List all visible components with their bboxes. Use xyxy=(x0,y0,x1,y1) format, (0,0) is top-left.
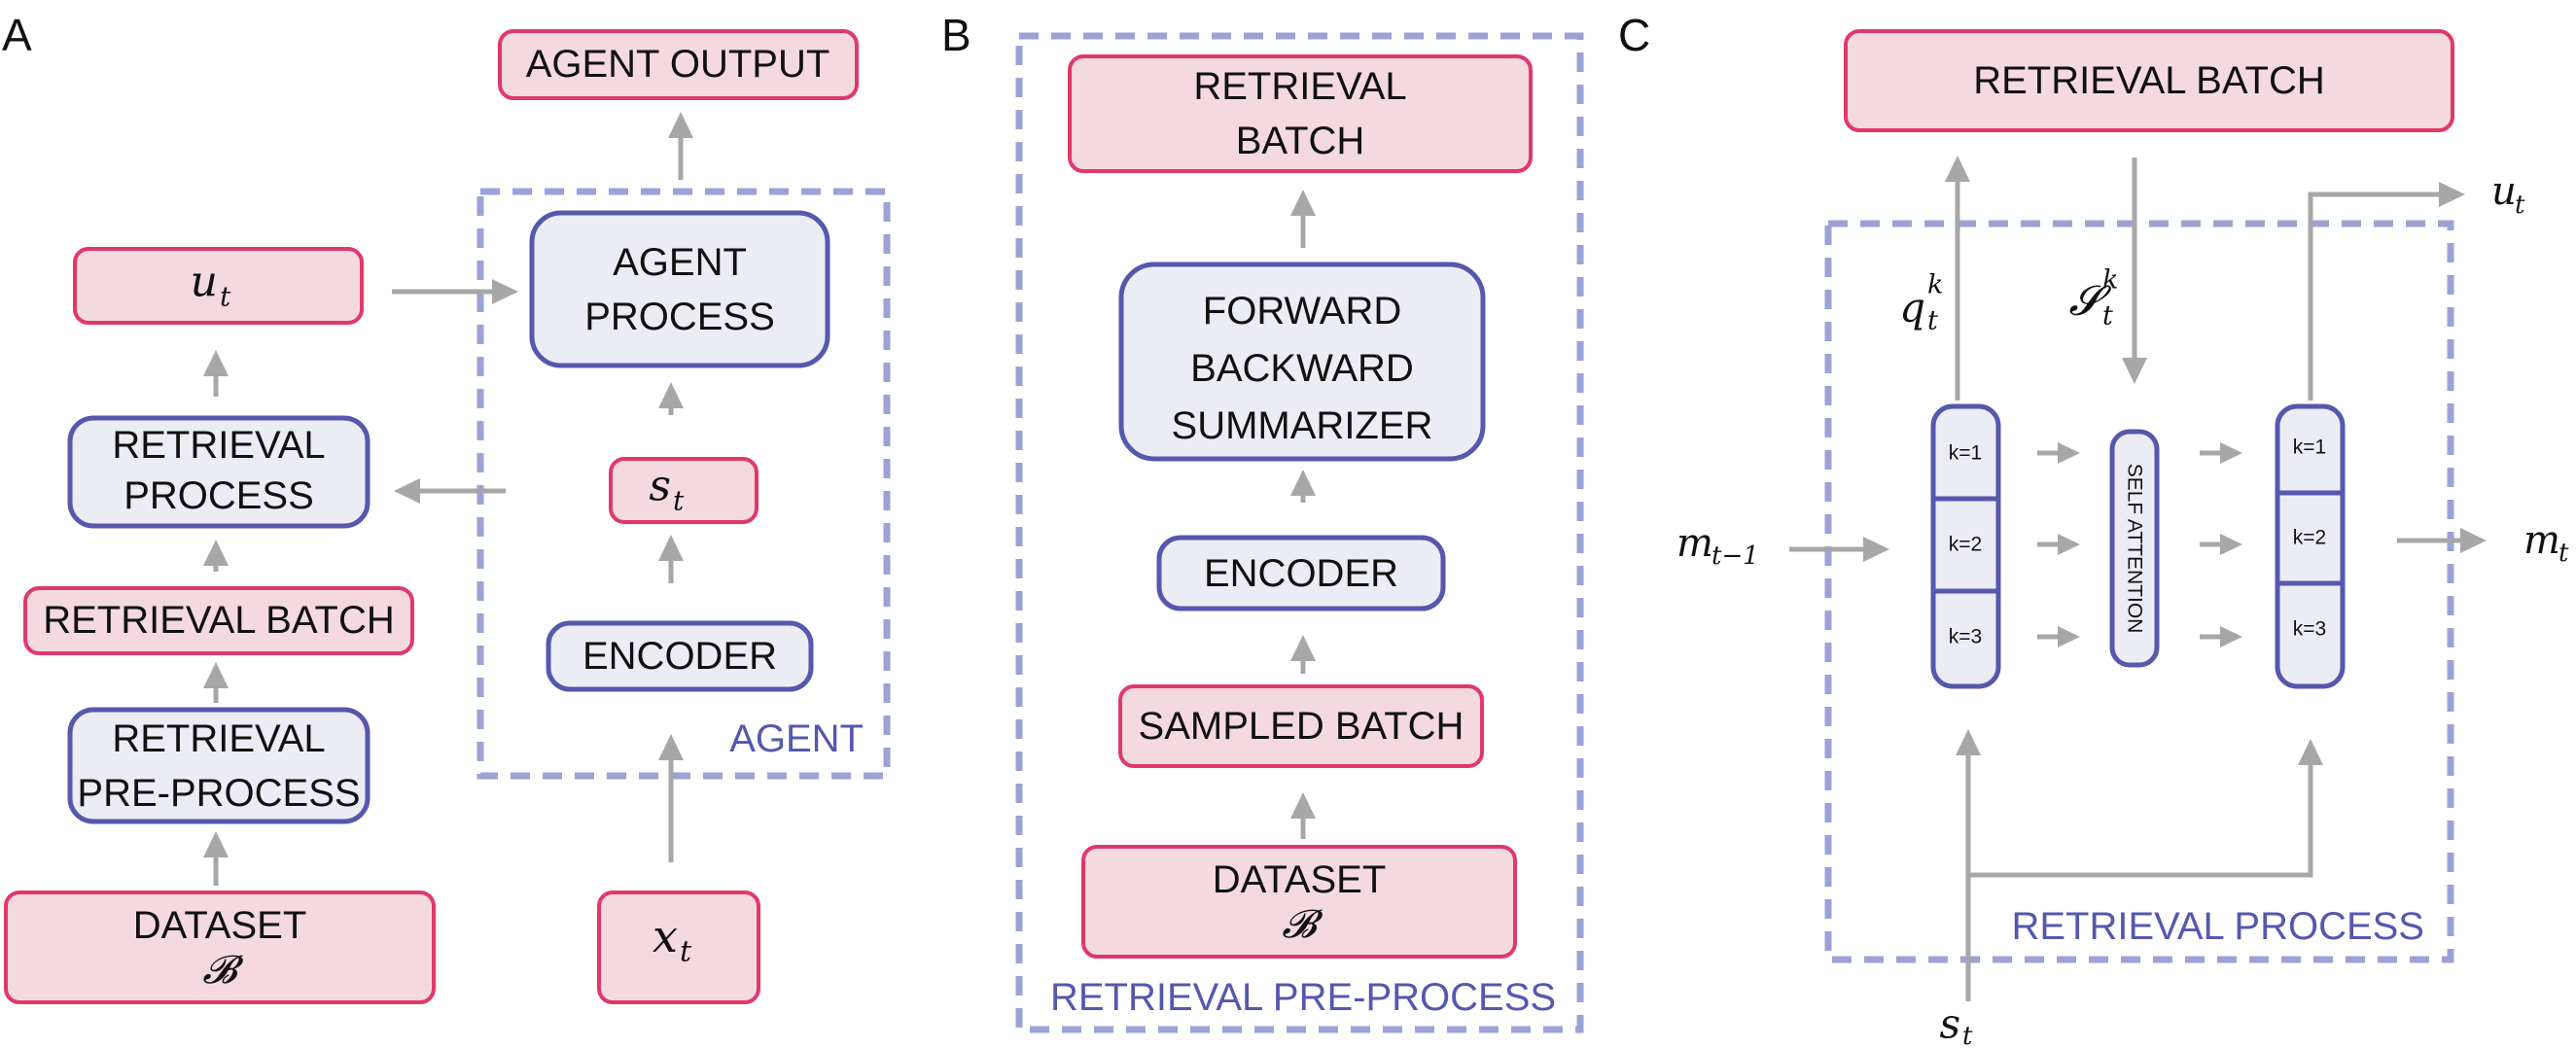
dataset-box-b xyxy=(1081,845,1517,959)
retrieval-batch-label-a: RETRIEVAL BATCH xyxy=(43,599,395,642)
memory-slots-right: k=1 k=2 k=3 xyxy=(2275,403,2346,689)
retrieval-process-caption: RETRIEVAL PROCESS xyxy=(2011,905,2424,948)
slot-right-1: k=1 xyxy=(2293,437,2326,459)
memory-slots-right-box xyxy=(2275,403,2346,689)
summary-subscript: t xyxy=(2102,301,2113,332)
retrieval-batch-label-c: RETRIEVAL BATCH xyxy=(1973,59,2325,102)
memory-slots-left: k=1 k=2 k=3 xyxy=(1930,403,2001,689)
retrieval-batch-box-b xyxy=(1068,54,1533,173)
panel-label-b: B xyxy=(941,10,971,60)
agent-caption: AGENT xyxy=(729,717,864,760)
summarizer-label-line1: FORWARD xyxy=(1203,290,1401,332)
panel-a-arrows xyxy=(203,112,693,886)
memory-in-subscript: t−1 xyxy=(1711,541,1759,571)
self-attention-box xyxy=(2109,429,2160,668)
query-symbol: q xyxy=(1899,284,1925,332)
retrieval-batch-label-b-line1: RETRIEVAL xyxy=(1193,65,1406,108)
retrieval-preprocess-label-line2: PRE-PROCESS xyxy=(77,772,360,815)
agent-encoder-box xyxy=(546,620,814,692)
panel-a: AGENT AGENT OUTPUT xyxy=(4,29,891,1004)
summary-superscript: k xyxy=(2102,265,2118,296)
state-box xyxy=(609,457,759,524)
retrieval-batch-box-a xyxy=(23,586,414,655)
output-u-c-symbol: u xyxy=(2491,169,2517,214)
panel-c-arrows xyxy=(1789,156,2487,1001)
retrieval-preprocess-label-line1: RETRIEVAL xyxy=(112,717,325,760)
state-c-subscript: t xyxy=(1962,1022,1973,1048)
output-u-c-subscript: t xyxy=(2515,191,2525,220)
slot-right-3: k=3 xyxy=(2293,618,2326,641)
panel-c: RETRIEVAL PROCESS xyxy=(1676,29,2569,1048)
self-attention-label: SELF ATTENTION xyxy=(2124,464,2146,634)
retrieval-process-label-line1: RETRIEVAL xyxy=(112,424,325,467)
summarizer-box xyxy=(1118,262,1486,462)
preprocess-caption: RETRIEVAL PRE-PROCESS xyxy=(1050,976,1556,1019)
slot-right-2: k=2 xyxy=(2293,527,2326,549)
agent-encoder-label: ENCODER xyxy=(582,635,777,678)
agent-process-box xyxy=(529,210,830,368)
panel-b: RETRIEVAL PRE-PROCESS RETRIEVAL BATCH FO… xyxy=(1015,32,1584,1033)
memory-out-symbol: m xyxy=(2523,518,2560,563)
slot-left-1: k=1 xyxy=(1949,442,1982,465)
retrieval-process-region xyxy=(1824,220,2454,963)
input-symbol: x xyxy=(653,910,678,962)
memory-out-subscript: t xyxy=(2558,539,2569,568)
input-subscript: t xyxy=(680,935,692,969)
retrieval-preprocess-box xyxy=(67,707,371,824)
state-subscript: t xyxy=(673,485,685,517)
encoder-label-b: ENCODER xyxy=(1204,552,1398,595)
retrieval-process-label-line2: PROCESS xyxy=(124,474,314,517)
agent-region xyxy=(476,188,891,780)
slot-left-3: k=3 xyxy=(1949,626,1982,648)
panel-b-arrows xyxy=(1290,190,1316,839)
output-u-box xyxy=(73,247,364,325)
encoder-box-b xyxy=(1156,535,1446,611)
dataset-box-a xyxy=(4,891,436,1004)
slot-left-2: k=2 xyxy=(1949,534,1982,556)
dataset-label-a: DATASET xyxy=(133,904,307,947)
retrieval-batch-box-c xyxy=(1844,29,2454,132)
summarizer-label-line2: BACKWARD xyxy=(1190,347,1414,390)
input-box xyxy=(597,891,760,1004)
memory-slots-left-box xyxy=(1930,403,2001,689)
summarizer-label-line3: SUMMARIZER xyxy=(1172,404,1433,447)
panel-label-a: A xyxy=(2,10,32,60)
agent-output-box xyxy=(498,29,859,100)
output-u-subscript: t xyxy=(220,281,231,313)
state-symbol: s xyxy=(649,462,671,511)
state-c-symbol: s xyxy=(1939,1000,1960,1048)
query-subscript: t xyxy=(1927,306,1938,336)
sampled-batch-box xyxy=(1118,684,1484,768)
query-superscript: k xyxy=(1927,270,1943,300)
memory-in-symbol: m xyxy=(1676,521,1713,566)
agent-process-label-line2: PROCESS xyxy=(584,296,775,338)
retrieval-batch-label-b-line2: BATCH xyxy=(1236,120,1365,162)
retrieval-process-box xyxy=(67,415,371,529)
panel-label-c: C xyxy=(1618,10,1650,60)
agent-output-label: AGENT OUTPUT xyxy=(526,43,830,86)
preprocess-region xyxy=(1015,32,1584,1033)
agent-process-label-line1: AGENT xyxy=(613,241,747,284)
sampled-batch-label: SAMPLED BATCH xyxy=(1139,705,1464,748)
dataset-label-b: DATASET xyxy=(1213,858,1387,901)
output-u-symbol: u xyxy=(191,258,218,307)
